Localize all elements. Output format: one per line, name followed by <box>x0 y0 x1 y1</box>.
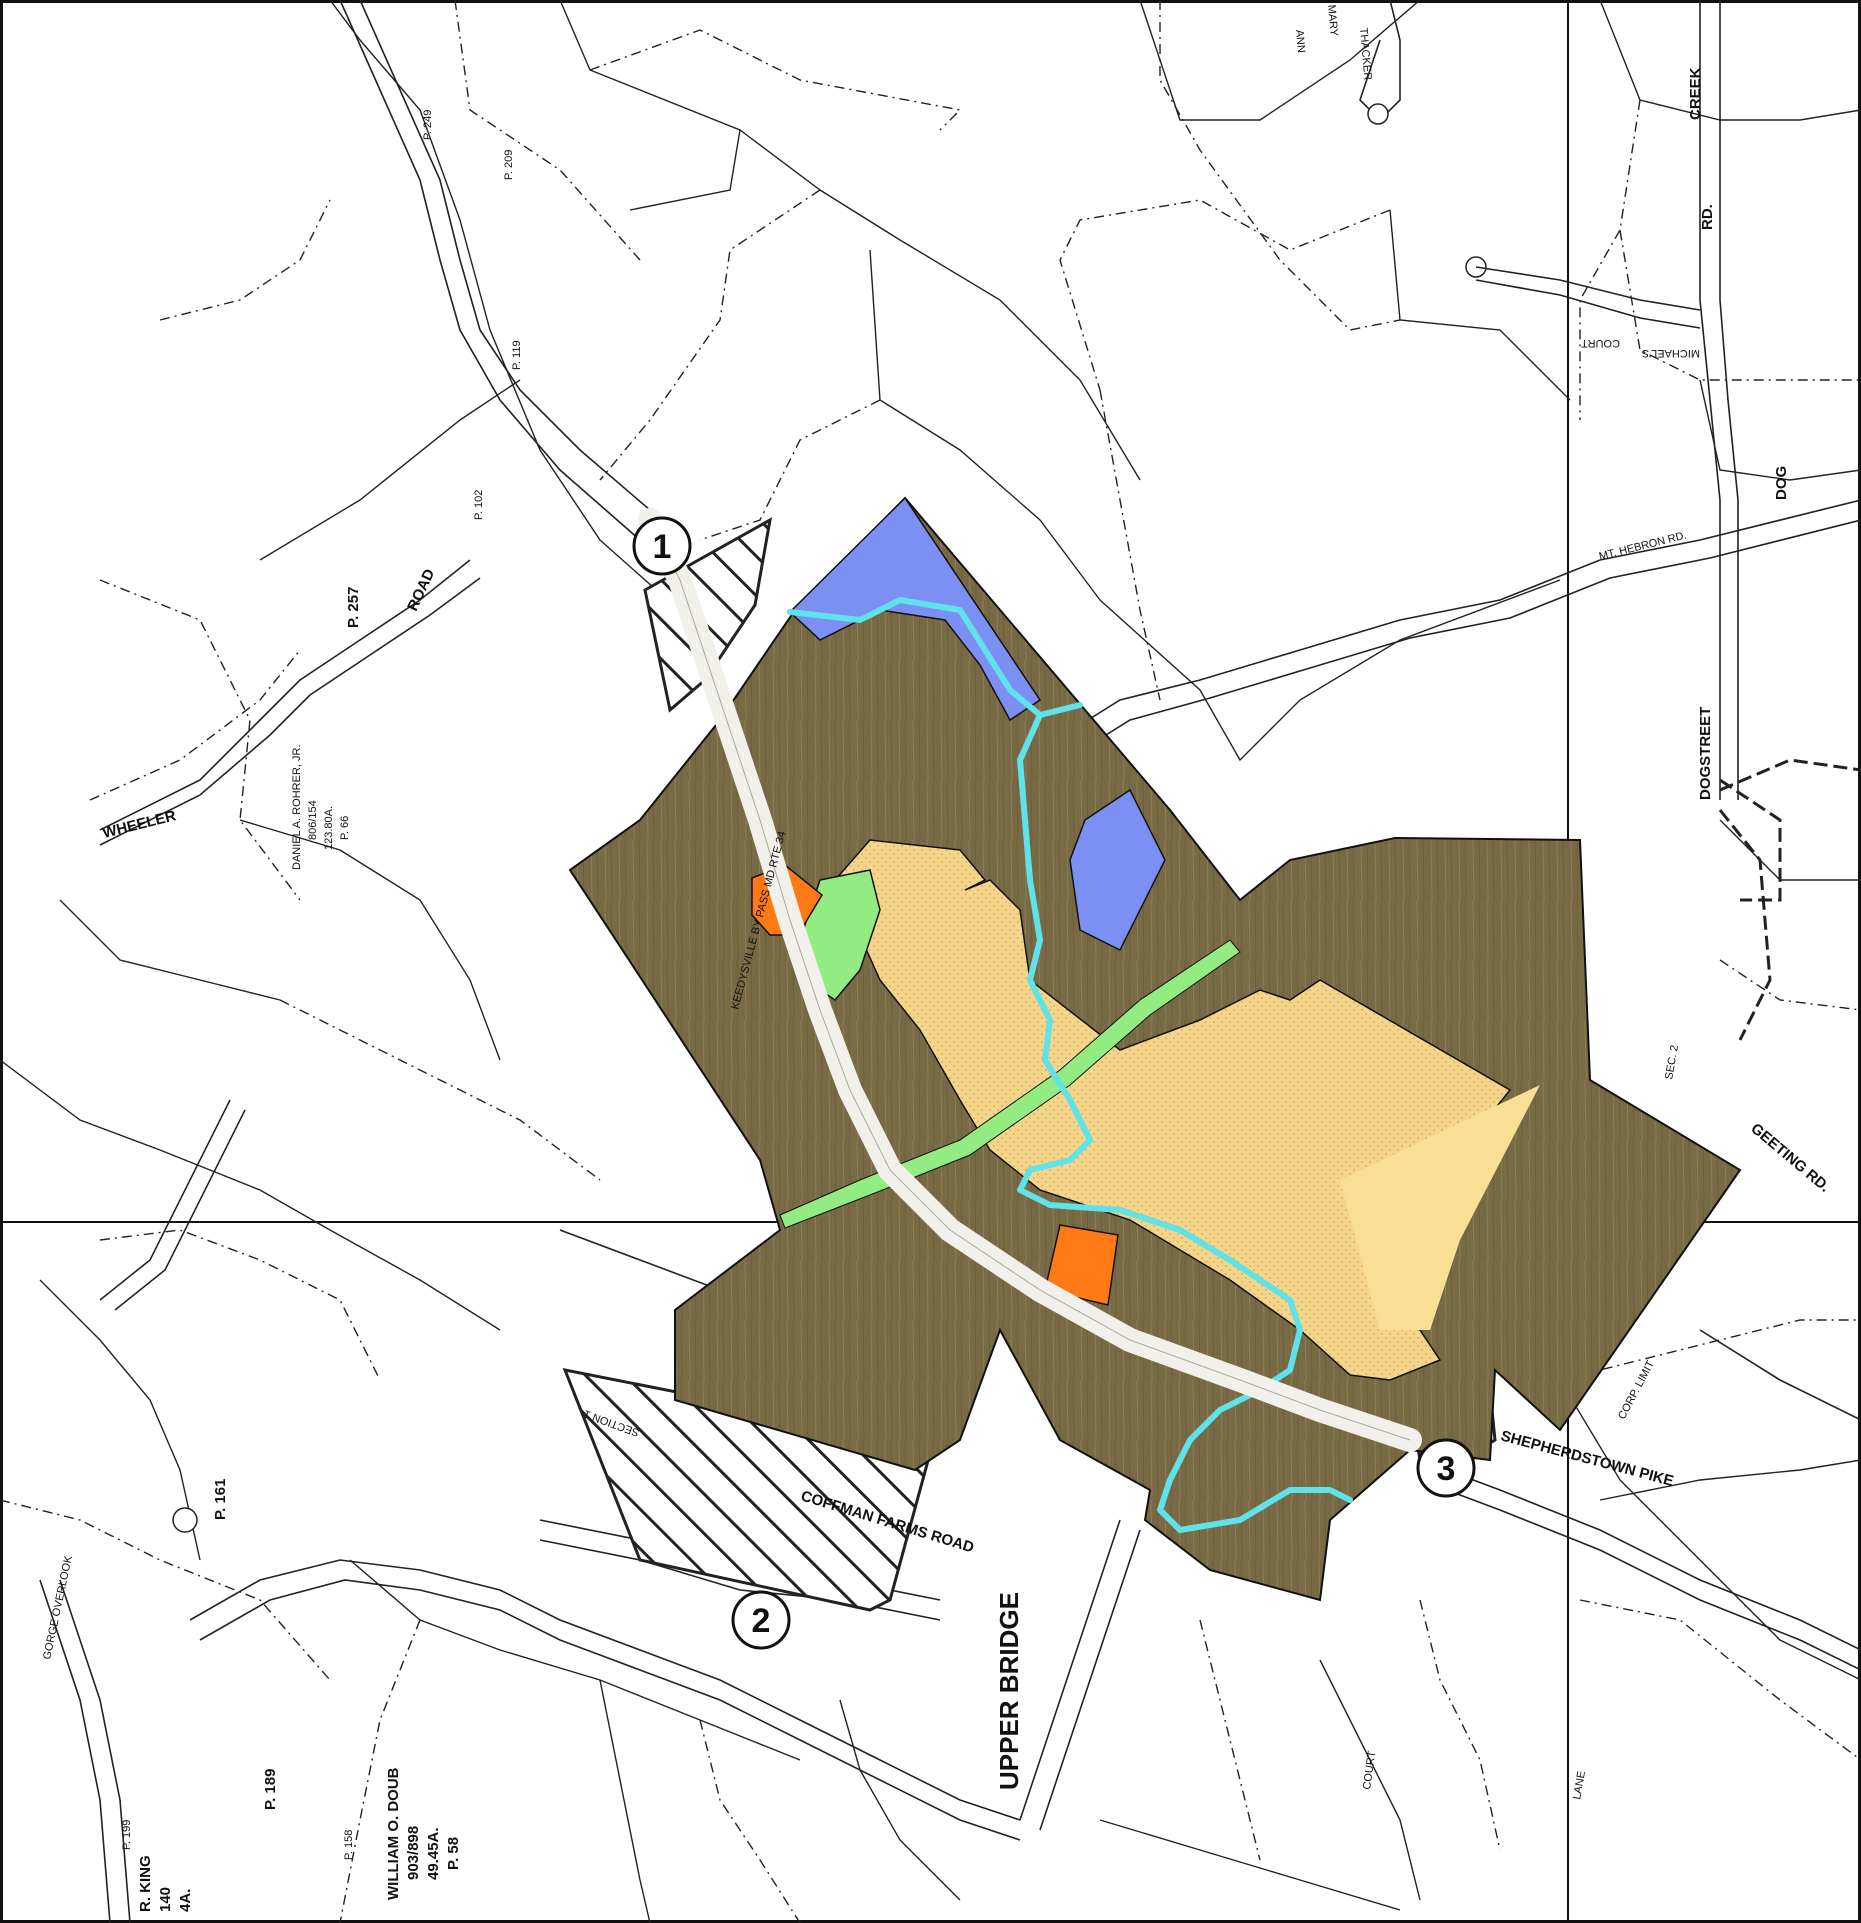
label-king-num: 140 <box>157 1887 174 1912</box>
label-thacker: THACKER <box>1357 27 1374 80</box>
zone-orange-south <box>1044 1224 1119 1306</box>
marker-3-label: 3 <box>1437 1450 1456 1488</box>
marker-1-label: 1 <box>653 528 672 566</box>
label-rohrer-page: P. 66 <box>339 816 351 840</box>
streams <box>787 597 1353 1533</box>
zone-green-corridor <box>779 939 1241 1229</box>
label-upper-bridge: UPPER BRIDGE <box>994 1592 1024 1790</box>
label-court2: COURT <box>1361 1750 1378 1790</box>
label-rd: RD. <box>1699 204 1716 230</box>
label-lane: LANE <box>1571 1770 1588 1800</box>
label-p257: P. 257 <box>345 587 362 628</box>
district-boundaries <box>1718 758 1861 1041</box>
label-king-owner: R. KING <box>137 1855 154 1912</box>
label-mary: MARY <box>1325 4 1340 37</box>
marker-2[interactable]: 2 <box>731 1590 791 1650</box>
label-ann: ANN <box>1293 29 1307 53</box>
keedysville-bypass <box>638 508 1422 1452</box>
label-p161: P. 161 <box>212 1479 229 1520</box>
label-p189: P. 189 <box>262 1769 279 1810</box>
label-court: COURT <box>1581 337 1620 349</box>
label-p209: P. 209 <box>503 150 515 180</box>
label-dogstreet: DOGSTREET <box>1697 707 1714 800</box>
label-p102: P. 102 <box>473 490 485 520</box>
label-p199: P. 199 <box>121 1820 133 1850</box>
label-doub-page: P. 58 <box>445 1837 462 1870</box>
zone-yellow-east <box>1340 1085 1540 1330</box>
label-rohrer-owner: DANIEL A. ROHRER, JR. <box>291 744 303 870</box>
label-rohrer-acres: 123.80A. <box>323 806 335 850</box>
label-p249: P. 249 <box>422 110 434 140</box>
label-doub-deed: 903/898 <box>405 1826 422 1880</box>
roads <box>39 0 1861 1923</box>
marker-3[interactable]: 3 <box>1416 1438 1476 1498</box>
label-doub-acres: 49.45A. <box>425 1827 442 1880</box>
label-doub-owner: WILLIAM O. DOUB <box>385 1767 402 1900</box>
label-creek: CREEK <box>1687 67 1704 120</box>
label-dog: DOG <box>1773 466 1790 500</box>
label-p158: P. 158 <box>343 1830 355 1860</box>
marker-2-label: 2 <box>752 1602 771 1640</box>
label-michaels: MICHAEL'S <box>1642 347 1700 359</box>
label-king-acres: 4A. <box>177 1889 194 1912</box>
marker-1[interactable]: 1 <box>632 516 692 576</box>
label-sec-2: SEC. 2 <box>1663 1044 1681 1080</box>
label-p119: P. 119 <box>511 340 523 370</box>
label-rohrer-deed: 806/154 <box>307 800 319 840</box>
zone-blue-north <box>788 496 1042 722</box>
zone-blue-east <box>1069 788 1166 952</box>
